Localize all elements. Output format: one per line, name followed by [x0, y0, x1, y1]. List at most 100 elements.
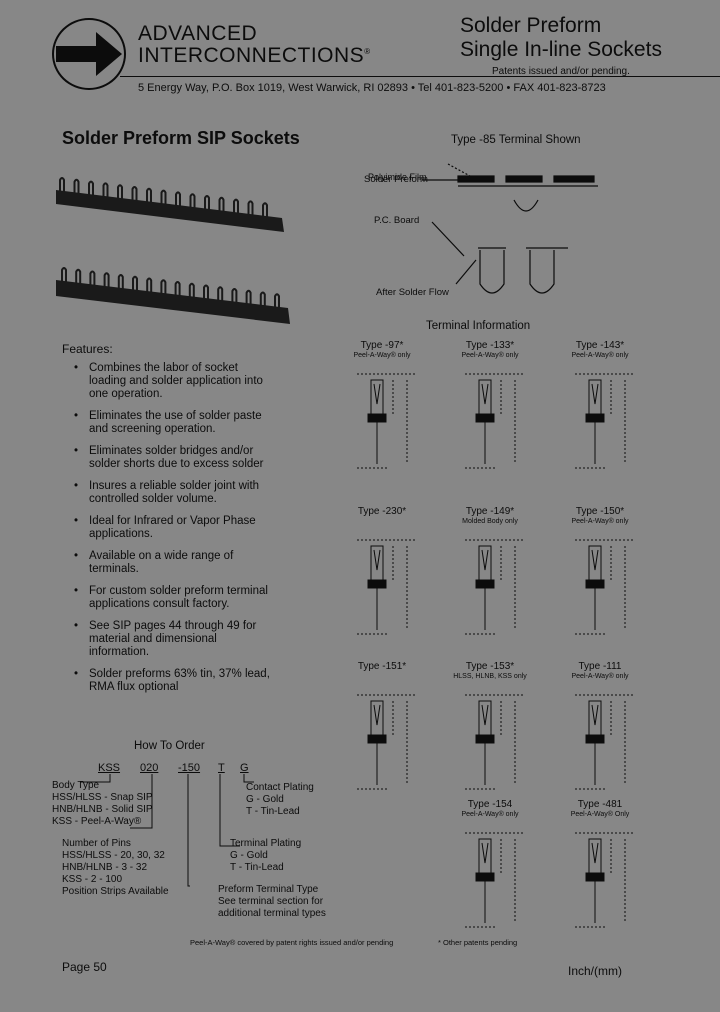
terminal-drawing [575, 539, 633, 635]
feature-text: Eliminates solder bridges and/or solder … [89, 445, 264, 470]
socket-pin [103, 272, 110, 288]
label-after-solder-flow: After Solder Flow [376, 287, 449, 298]
patents-note: Patents issued and/or pending. [492, 66, 630, 77]
terminal-drawing [357, 694, 415, 790]
terminal-type-label: Type -150* [575, 506, 625, 517]
terminal-type-label: Type -97* [360, 340, 404, 351]
socket-pin [73, 178, 80, 194]
feature-item: • Combines the labor of socket loading an… [74, 362, 274, 401]
units-note: Inch/(mm) [568, 964, 622, 978]
socket-pin [188, 282, 195, 298]
socket-pin [132, 275, 138, 291]
company-address: 5 Energy Way, P.O. Box 1019, West Warwic… [138, 82, 606, 94]
contact-plating-item: G - Gold [246, 794, 284, 805]
preform-terminal-title: Preform Terminal Type [218, 884, 319, 895]
socket-pin [146, 187, 152, 203]
body-type-item: HNB/HLNB - Solid SIP [52, 804, 153, 815]
feature-text: Combines the labor of socket loading and… [89, 362, 263, 400]
arrow-icon [56, 32, 122, 76]
label-pc-board: P.C. Board [374, 215, 420, 226]
terminal-drawing [357, 373, 415, 469]
contact-plating-title: Contact Plating [246, 782, 314, 793]
socket-pin [117, 184, 123, 200]
contact-plating-item: T - Tin-Lead [246, 806, 300, 817]
socket-pin [203, 284, 209, 300]
features-title: Features: [62, 342, 113, 356]
socket-pin [131, 186, 138, 201]
socket-pin [231, 288, 238, 303]
terminal-plating-item: G - Gold [230, 850, 268, 861]
terminal-type-note: HLSS, HLNB, KSS only [453, 673, 527, 680]
preform-terminal-item: additional terminal types [218, 908, 326, 919]
other-patents-note: * Other patents pending [438, 938, 518, 947]
bullet-icon: • [74, 362, 79, 374]
feature-item: • See SIP pages 44 through 49 for materia… [74, 620, 274, 659]
socket-pin [262, 202, 268, 218]
terminal-type-note: Peel-A-Way® only [571, 518, 629, 525]
body-type-item: KSS - Peel-A-Way® [52, 816, 142, 827]
feature-item: •Solder preforms 63% tin, 37% lead, RMA … [74, 668, 274, 694]
bullet-icon: • [74, 480, 79, 492]
sip-socket-strip-photo-2 [56, 267, 290, 324]
terminal-drawing [575, 832, 633, 928]
terminal-type-note: Peel-A-Way® only [461, 352, 519, 359]
terminal-type-label: Type -230* [357, 506, 407, 517]
terminal-plating-block: Terminal Plating G - Gold T - Tin-Lead [230, 838, 301, 874]
label-polyimide-film: Polyimide Film [368, 172, 427, 182]
socket-pin [204, 195, 210, 210]
terminal-drawing [465, 373, 523, 469]
body-type-title: Body Type [52, 780, 100, 791]
feature-item: •Eliminates the use of solder paste and … [74, 410, 274, 436]
peel-a-way-patent-note: Peel-A-Way® covered by patent rights iss… [190, 938, 394, 947]
terminal-plating-title: Terminal Plating [230, 838, 302, 849]
feature-text: Insures a reliable solder joint with con… [89, 480, 260, 505]
number-of-pins-title: Number of Pins [62, 838, 131, 849]
company-name-line1: ADVANCED [138, 22, 258, 45]
terminal-type-label: Type -133* [465, 340, 515, 351]
bullet-icon: • [74, 550, 79, 562]
terminal-type-label: Type -154 [467, 799, 513, 810]
terminal-plating-item: T - Tin-Lead [230, 862, 284, 873]
features-list: • Combines the labor of socket loading an… [74, 362, 274, 703]
bullet-icon: • [74, 410, 79, 422]
feature-text: For custom solder preform terminal appli… [89, 585, 268, 610]
socket-pin [89, 270, 96, 286]
socket-pin [233, 198, 239, 214]
terminal-information-title: Terminal Information [426, 320, 531, 332]
socket-pin [174, 281, 181, 296]
feature-item: •Available on a wide range of terminals. [74, 550, 274, 576]
feature-text: See SIP pages 44 through 49 for material… [89, 620, 257, 658]
body-type-item: HSS/HLSS - Snap SIP [52, 792, 153, 803]
feature-text: Ideal for Infrared or Vapor Phase applic… [89, 515, 256, 540]
socket-pin [217, 286, 224, 302]
order-code-leader-lines [80, 774, 254, 887]
pins-item: KSS - 2 - 100 [62, 874, 123, 885]
socket-pin [189, 193, 196, 209]
bullet-icon: • [74, 585, 79, 597]
preform-terminal-item: See terminal section for [218, 896, 324, 907]
bullet-icon: • [74, 515, 79, 527]
company-logo [52, 18, 126, 90]
company-name-text: INTERCONNECTIONS [138, 44, 365, 67]
body-type-block: Body Type HSS/HLSS - Snap SIP HNB/HLNB -… [52, 780, 153, 828]
page-number: Page 50 [62, 960, 107, 974]
type85-cross-section-diagram [422, 163, 598, 294]
terminal-type-label: Type -481 [577, 799, 623, 810]
number-of-pins-block: Number of Pins HSS/HLSS - 20, 30, 32 HNB… [62, 838, 169, 898]
terminal-drawing [465, 539, 523, 635]
feature-item: •Eliminates solder bridges and/or solder… [74, 445, 274, 471]
order-code-body: KSS [98, 762, 121, 774]
contact-plating-block: Contact Plating G - Gold T - Tin-Lead [246, 782, 314, 818]
terminal-type-note: Peel-A-Way® only [571, 673, 629, 680]
order-code-terminal-plating: T [218, 762, 225, 774]
bullet-icon: • [74, 620, 79, 632]
terminal-type-label: Type -153* [465, 661, 515, 672]
socket-pin [274, 293, 280, 309]
terminal-type-label: Type -111 [578, 661, 622, 672]
terminal-type-note: Peel-A-Way® only [461, 811, 519, 818]
socket-pin [117, 274, 124, 289]
socket-pin [259, 291, 266, 307]
terminal-type-note: Peel-A-Way® only [571, 352, 629, 359]
socket-pin [175, 191, 181, 207]
terminal-type-label: Type -143* [575, 340, 625, 351]
